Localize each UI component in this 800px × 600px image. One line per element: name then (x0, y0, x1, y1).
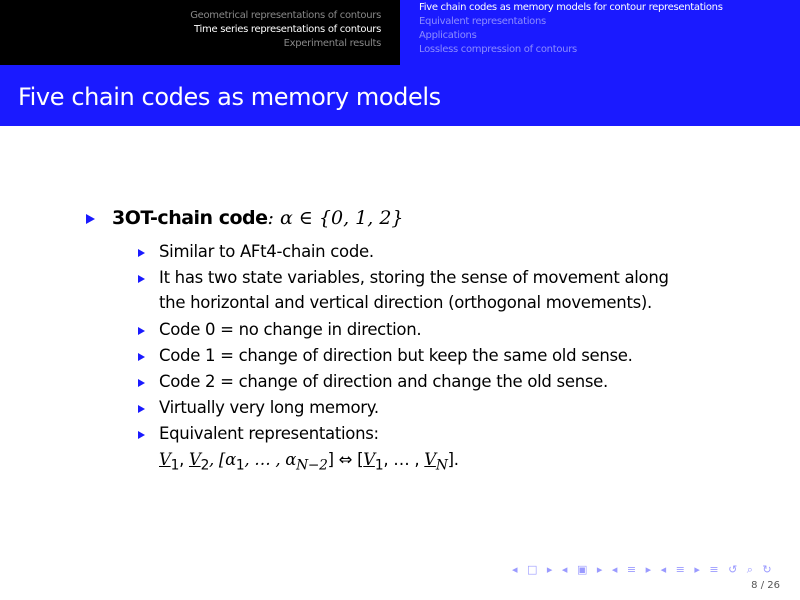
eq-sub: N−2 (296, 457, 328, 474)
bullet-icon (138, 431, 145, 439)
list-item: Equivalent representations: (159, 424, 379, 443)
list-item: Code 2 = change of direction and change … (159, 372, 608, 391)
eq-part: , [α (209, 450, 236, 469)
subsection-link[interactable]: Applications (419, 30, 477, 41)
section-link[interactable]: Geometrical representations of contours (190, 10, 381, 21)
subsection-link[interactable]: Equivalent representations (419, 16, 546, 27)
section-nav: Geometrical representations of contours … (0, 0, 400, 65)
bullet-icon (138, 379, 145, 387)
bullet-icon (86, 214, 95, 224)
eq-sub: 1 (235, 457, 245, 474)
page-number: 8 / 26 (751, 580, 780, 591)
bullet-icon (138, 249, 145, 257)
eq-sub: 1 (374, 457, 384, 474)
bullet-icon (138, 405, 145, 413)
eq-v4: V (424, 450, 436, 469)
main-bullet: 3OT-chain code: α ∈ {0, 1, 2} (112, 207, 404, 229)
eq-sub: 2 (200, 457, 210, 474)
list-item: Similar to AFt4-chain code. (159, 242, 374, 261)
list-item: Code 1 = change of direction but keep th… (159, 346, 633, 365)
bullet-icon (138, 353, 145, 361)
list-item: Code 0 = no change in direction. (159, 320, 422, 339)
eq-sub: 1 (170, 457, 180, 474)
subsection-nav: Five chain codes as memory models for co… (400, 0, 800, 65)
section-link-current[interactable]: Time series representations of contours (194, 24, 381, 35)
title-bar: Five chain codes as memory models (0, 65, 800, 126)
eq-v2: V (188, 450, 201, 469)
subsection-link[interactable]: Lossless compression of contours (419, 44, 577, 55)
eq-part: ] ⇔ [ (327, 450, 364, 469)
subsection-link-current[interactable]: Five chain codes as memory models for co… (419, 2, 723, 13)
list-item: Virtually very long memory. (159, 398, 379, 417)
list-item: It has two state variables, storing the … (159, 268, 669, 287)
list-item-continued: the horizontal and vertical direction (o… (159, 293, 652, 312)
equation: V1, V2, [α1, … , αN−2] ⇔ [V1, … , VN]. (159, 450, 459, 474)
eq-v1: V (159, 450, 171, 469)
frame-title: Five chain codes as memory models (18, 83, 441, 111)
beamer-navigation-icons[interactable]: ◂ □ ▸ ◂ ▣ ▸ ◂ ≡ ▸ ◂ ≡ ▸ ≡ ↺ ⌕ ↻ (512, 563, 775, 576)
bullet-math: : α ∈ {0, 1, 2} (267, 207, 404, 229)
section-link[interactable]: Experimental results (283, 38, 382, 49)
bullet-icon (138, 327, 145, 335)
eq-v3: V (363, 450, 375, 469)
eq-part: , … , α (244, 450, 297, 469)
eq-sub: N (435, 457, 448, 474)
bullet-icon (138, 275, 145, 283)
eq-part: , … , (383, 450, 425, 469)
eq-part: ]. (447, 450, 459, 469)
bullet-bold: 3OT-chain code (112, 207, 268, 229)
